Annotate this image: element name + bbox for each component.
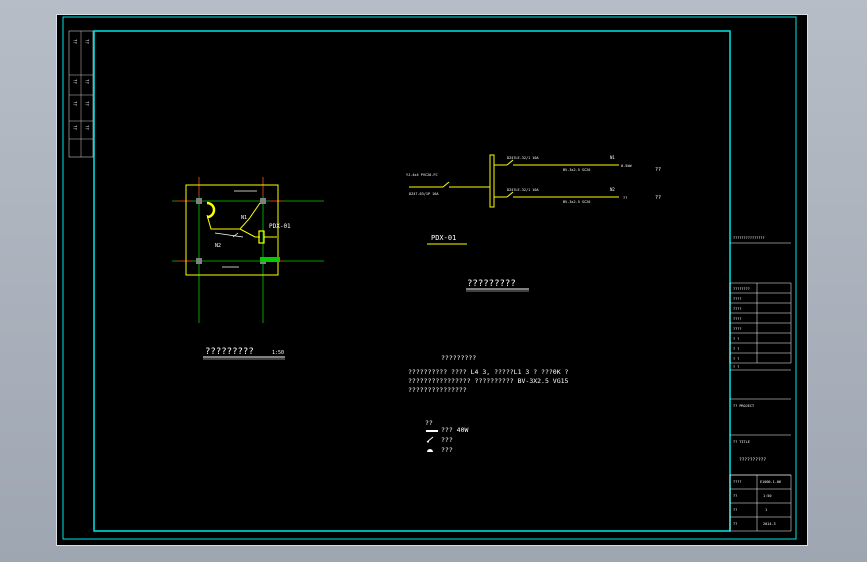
drawing-sheet[interactable]: ?? ?? ?? ?? ?? ?? ?? ?? — [56, 14, 808, 546]
title-block[interactable]: ??????????????? ???????? ???? ???? ?? ?? … — [729, 31, 792, 532]
project-label: ?? PROJECT — [733, 404, 755, 408]
panel-label: PDX-01 — [269, 223, 291, 230]
breaker-icon — [442, 181, 450, 188]
bus-bar — [489, 154, 495, 208]
drawing-label: ?? TITLE — [733, 440, 750, 444]
tb-row: ???? — [733, 297, 741, 301]
circuit-label: N2 — [215, 243, 221, 249]
incoming-label: YJ-4x4 PVC20-FC — [406, 173, 438, 177]
wiring — [206, 202, 261, 230]
tb-row: ???? — [733, 327, 741, 331]
floor-plan[interactable]: N1 N2 PDX-01 ????????? 1:50 — [172, 177, 324, 360]
branch-note: ?? — [655, 167, 661, 173]
feeder-cable — [260, 257, 280, 262]
date-value: 2014.3 — [763, 522, 776, 526]
column — [260, 198, 266, 204]
branch-cable-label: BV-3x2.5 SC20 — [563, 168, 590, 172]
side-cell: ?? — [85, 79, 90, 84]
breaker-label: DZ47-63/1P 16A — [409, 192, 439, 196]
sheet-border — [62, 16, 797, 540]
side-cell: ?? — [73, 125, 78, 130]
schematic-caption: ????????? — [467, 279, 516, 289]
branch-load: 0.5kW — [621, 164, 632, 168]
light-fixture-icon — [206, 201, 216, 219]
drawing-frame — [93, 30, 731, 532]
branch-cable-label: BV-3x2.5 SC20 — [563, 200, 590, 204]
notes-heading: ????????? — [441, 354, 476, 362]
drawing-no: E1000-1-06 — [760, 480, 781, 484]
notes-line: ??????????????? — [408, 386, 467, 394]
tb-row: ? ? — [733, 347, 739, 351]
breaker-icon — [506, 159, 514, 166]
branch-breaker-label: DZ47LE-32/1 10A — [507, 188, 540, 192]
company-name: ??????????????? — [733, 236, 765, 240]
side-cell: ?? — [85, 101, 90, 106]
sheet-value: 1 — [765, 508, 767, 512]
legend-heading: ?? — [425, 419, 433, 427]
tb-row: ? ? — [733, 365, 739, 369]
breaker-icon — [506, 191, 514, 198]
notes-line: ???????????????? ?????????? BV-3X2.5 VG1… — [408, 377, 569, 385]
side-cell: ?? — [85, 39, 90, 44]
legend-text: ??? — [441, 446, 453, 454]
design-unit: ???????? — [733, 287, 750, 291]
design-notes: ????????? ?????????? ???? L4 3, ?????L1 … — [408, 354, 569, 394]
circuit-label: N1 — [241, 215, 247, 221]
room-outline — [185, 184, 279, 276]
drawing-canvas: ?? ?? ?? ?? ?? ?? ?? ?? — [62, 16, 797, 540]
switch-icon — [232, 232, 239, 238]
branch-note: ?? — [655, 195, 661, 201]
branch-circuit: N1 — [610, 155, 615, 160]
legend: ?? ??? 40W ??? ??? — [425, 419, 468, 454]
switch-icon — [426, 436, 434, 443]
legend-text: ??? — [441, 436, 453, 444]
scale-value: 1:50 — [763, 494, 771, 498]
legend-text: ??? 40W — [441, 426, 468, 434]
date-label: ?? — [733, 522, 737, 526]
drawing-title: ?????????? — [739, 457, 766, 463]
socket-icon — [427, 449, 433, 452]
tb-row: ? ? — [733, 357, 739, 361]
side-cell: ?? — [73, 79, 78, 84]
tb-row: ? ? — [733, 337, 739, 341]
plan-scale: 1:50 — [272, 350, 284, 356]
scale-label: ?? — [733, 494, 737, 498]
plan-caption: ????????? — [205, 347, 254, 357]
branch-load: ?? — [623, 196, 627, 200]
tb-row: ???? — [733, 317, 741, 321]
branch-circuit: N2 — [610, 187, 615, 192]
side-strip: ?? ?? ?? ?? ?? ?? ?? ?? — [68, 30, 94, 158]
side-cell: ?? — [73, 39, 78, 44]
drawing-no-label: ???? — [733, 480, 741, 484]
wiring — [239, 228, 260, 238]
tb-row: ???? — [733, 307, 741, 311]
sheet-label: ?? — [733, 508, 737, 512]
single-line-diagram[interactable]: YJ-4x4 PVC20-FC DZ47-63/1P 16A DZ47LE-32… — [406, 154, 661, 292]
notes-line: ?????????? ???? L4 3, ?????L1 3 ? ???0K … — [408, 368, 569, 376]
branch-breaker-label: DZ47LE-32/1 10A — [507, 156, 540, 160]
column — [196, 258, 202, 264]
panel-name: PDX-01 — [431, 234, 456, 242]
side-cell: ?? — [73, 101, 78, 106]
side-cell: ?? — [85, 125, 90, 130]
column — [196, 198, 202, 204]
